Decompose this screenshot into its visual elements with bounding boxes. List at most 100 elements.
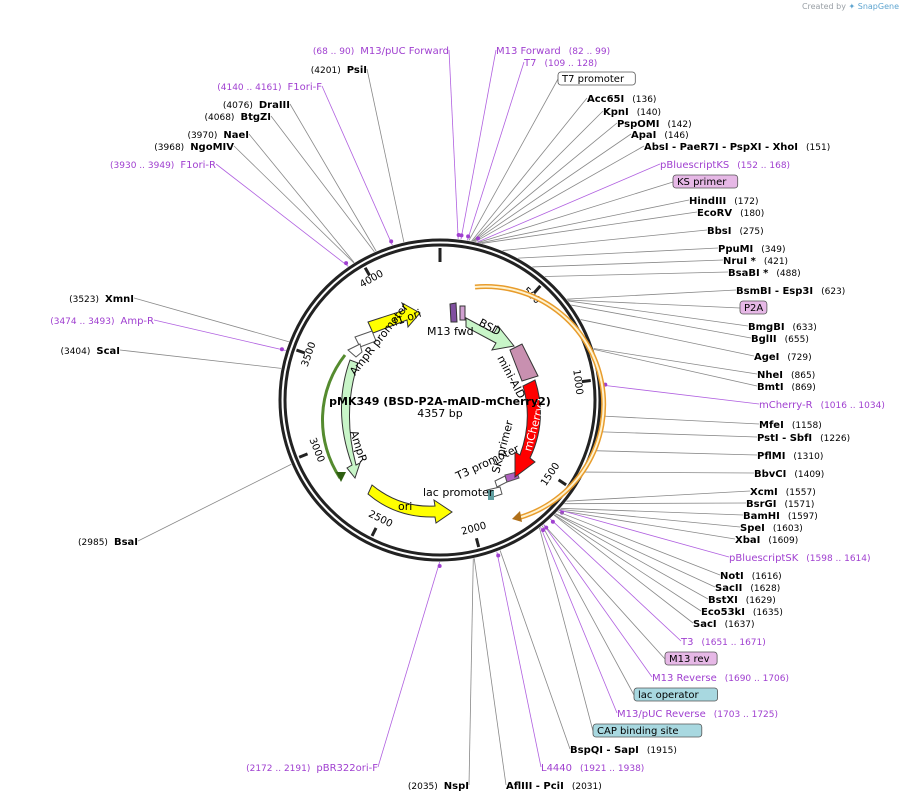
- label-site[interactable]: BsmBI - Esp3I(623): [736, 286, 845, 297]
- label-site[interactable]: ApaI(146): [631, 130, 689, 141]
- label-site[interactable]: PspOMI(142): [617, 119, 692, 130]
- label-site[interactable]: PpuMI(349): [718, 244, 785, 255]
- feature-mcherry2[interactable]: [514, 379, 541, 478]
- label-site[interactable]: BsaI(2985): [78, 537, 138, 548]
- label-site[interactable]: PstI - SbfI(1226): [757, 433, 850, 444]
- label-site[interactable]: EcoRV(180): [697, 208, 764, 219]
- label-primer[interactable]: M13 Forward(82 .. 99): [496, 46, 610, 57]
- label-name: M13/pUC Reverse: [617, 709, 706, 720]
- label-site[interactable]: NgoMIV(3968): [154, 142, 234, 153]
- label-site[interactable]: ScaI(3404): [60, 346, 120, 357]
- label-box[interactable]: CAP binding site: [592, 723, 703, 738]
- label-name: BmgBI: [748, 322, 785, 333]
- feature-f1-ori[interactable]: [367, 301, 421, 334]
- feature-ampr-promoter[interactable]: [354, 330, 377, 348]
- label-site[interactable]: AbsI - PaeR7I - PspXI - XhoI(151): [644, 142, 830, 153]
- label-site[interactable]: BbvCI(1409): [754, 469, 824, 480]
- label-primer[interactable]: M13/pUC Forward(68 .. 90): [313, 46, 449, 57]
- ruler-tick: [474, 537, 481, 548]
- primer-mark: [496, 553, 501, 558]
- label-site[interactable]: PsiI(4201): [311, 65, 367, 76]
- label-site[interactable]: BbsI(275): [707, 226, 764, 237]
- label-site[interactable]: SpeI(1603): [740, 523, 803, 534]
- label-site[interactable]: BmtI(869): [757, 382, 816, 393]
- label-site[interactable]: Acc65I(136): [587, 94, 656, 105]
- label-box[interactable]: lac operator: [633, 687, 718, 702]
- label-site[interactable]: XmnI(3523): [69, 294, 134, 305]
- label-site[interactable]: DraIII(4076): [223, 100, 290, 111]
- label-name: pBR322ori-F: [316, 763, 378, 774]
- label-name: HindIII: [689, 196, 726, 207]
- leader-line: [554, 514, 702, 612]
- label-site[interactable]: SacI(1637): [693, 619, 755, 630]
- primer-mark: [550, 519, 555, 524]
- label-box: [672, 174, 739, 189]
- feature-lac-operator-mark[interactable]: [488, 490, 494, 500]
- feature-bsd[interactable]: [465, 317, 515, 351]
- label-primer[interactable]: M13/pUC Reverse(1703 .. 1725): [617, 709, 778, 720]
- label-name: T3: [680, 637, 693, 648]
- label-site[interactable]: MfeI(1158): [759, 420, 822, 431]
- feature-mini-aid[interactable]: [509, 343, 539, 382]
- label-primer[interactable]: M13 Reverse(1690 .. 1706): [652, 673, 789, 684]
- label-site[interactable]: BsaBI *(488): [728, 268, 801, 279]
- label-site[interactable]: NspI(2035): [408, 781, 469, 792]
- label-site[interactable]: XcmI(1557): [750, 487, 816, 498]
- label-site[interactable]: NotI(1616): [720, 571, 782, 582]
- label-position: (3474 .. 3493): [50, 317, 114, 327]
- label-primer[interactable]: F1ori-F(4140 .. 4161): [217, 82, 322, 93]
- label-primer[interactable]: pBluescriptKS(152 .. 168): [660, 160, 790, 171]
- feature-t7-promoter-mark[interactable]: [459, 305, 466, 321]
- feature-ampr-promoter-tip[interactable]: [347, 343, 363, 358]
- label-site[interactable]: BtgZI(4068): [205, 112, 271, 123]
- label-site[interactable]: NheI(865): [757, 370, 815, 381]
- label-name: SpeI: [740, 523, 765, 534]
- label-primer[interactable]: Amp-R(3474 .. 3493): [50, 316, 154, 327]
- label-primer[interactable]: F1ori-R(3930 .. 3949): [110, 160, 216, 171]
- leader-line: [566, 490, 751, 502]
- leader-line: [593, 348, 758, 375]
- label-name: PpuMI: [718, 244, 753, 255]
- feature-m13-fwd[interactable]: [449, 302, 458, 323]
- label-site[interactable]: Eco53kI(1635): [701, 607, 783, 618]
- label-name: DraIII: [259, 100, 290, 111]
- leader-line: [321, 85, 393, 246]
- label-name: L4440: [541, 763, 572, 774]
- label-primer[interactable]: pBluescriptSK(1598 .. 1614): [729, 553, 871, 564]
- label-site[interactable]: BamHI(1597): [743, 511, 818, 522]
- label-primer[interactable]: T7(109 .. 128): [523, 58, 597, 69]
- label-site[interactable]: BmgBI(633): [748, 322, 817, 333]
- label-site[interactable]: NruI *(421): [723, 256, 788, 267]
- label-site[interactable]: BspQI - SapI(1915): [570, 745, 677, 756]
- label-site[interactable]: PflMI(1310): [757, 451, 823, 462]
- label-site[interactable]: BstXI(1629): [708, 595, 776, 606]
- label-position: (1226): [820, 434, 850, 444]
- feature-t3-promoter[interactable]: [494, 475, 508, 488]
- label-name: pBluescriptSK: [729, 553, 799, 564]
- label-primer[interactable]: T3(1651 .. 1671): [680, 637, 766, 648]
- label-primer[interactable]: pBR322ori-F(2172 .. 2191): [246, 763, 378, 774]
- label-site[interactable]: NaeI(3970): [187, 130, 249, 141]
- feature-ori[interactable]: [367, 484, 453, 524]
- label-site[interactable]: SacII(1628): [715, 583, 780, 594]
- leader-line: [366, 68, 405, 243]
- label-box[interactable]: KS primer: [672, 174, 739, 189]
- leader-line: [215, 163, 349, 267]
- label-box[interactable]: P2A: [739, 300, 768, 315]
- label-site[interactable]: AflIII - PciI(2031): [506, 781, 602, 792]
- label-position: (1635): [753, 608, 783, 618]
- label-site[interactable]: KpnI(140): [603, 107, 661, 118]
- label-position: (109 .. 128): [544, 59, 597, 69]
- label-box[interactable]: T7 promoter: [557, 71, 636, 86]
- label-site[interactable]: BglII(655): [751, 334, 809, 345]
- label-primer[interactable]: mCherry-R(1016 .. 1034): [759, 400, 885, 411]
- label-site[interactable]: XbaI(1609): [735, 535, 798, 546]
- label-box-text: T7 promoter: [561, 74, 625, 85]
- label-site[interactable]: BsrGI(1571): [746, 499, 814, 510]
- label-position: (3970): [187, 131, 217, 141]
- label-site[interactable]: AgeI(729): [754, 352, 812, 363]
- label-primer[interactable]: L4440(1921 .. 1938): [541, 763, 644, 774]
- label-site[interactable]: HindIII(172): [689, 196, 758, 207]
- feature-ampr[interactable]: [340, 359, 361, 480]
- label-box[interactable]: M13 rev: [664, 651, 718, 666]
